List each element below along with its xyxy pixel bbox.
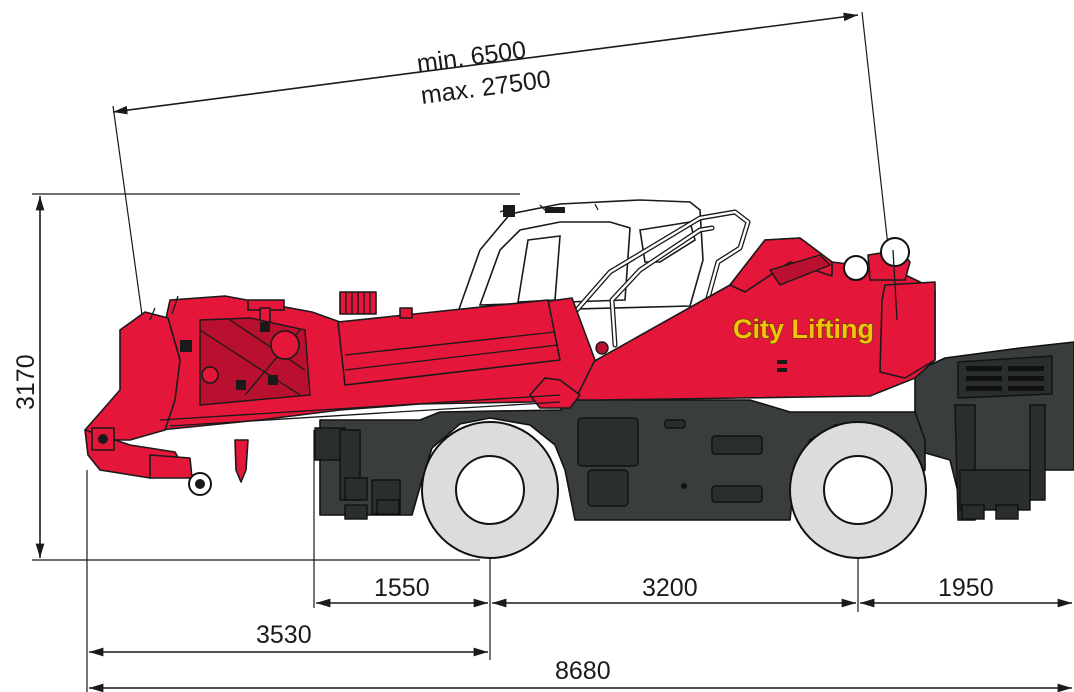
wheelbase-label: 3200 xyxy=(642,574,698,602)
operator-cab xyxy=(456,199,704,313)
crane: City Lifting xyxy=(84,199,1074,559)
boom-reach-dimension-line xyxy=(112,12,859,115)
carrier-chassis xyxy=(314,399,926,521)
height-label: 3170 xyxy=(12,354,40,410)
front-overhang-label: 1550 xyxy=(374,574,430,602)
rear-wheel xyxy=(789,421,927,559)
brand-logo: City Lifting xyxy=(733,314,874,344)
handrail xyxy=(565,209,751,353)
rear-vent-grille xyxy=(966,366,1044,391)
rear-overhang-label: 1950 xyxy=(938,574,994,602)
front-to-axle-label: 3530 xyxy=(256,621,312,649)
boom-mechanism xyxy=(159,317,561,427)
boom-reach-extension-left xyxy=(112,105,144,323)
front-wheel xyxy=(421,421,559,559)
overall-length-label: 8680 xyxy=(555,657,611,685)
superstructure xyxy=(559,237,936,401)
rear-chassis xyxy=(914,341,1074,521)
dimension-labels: min. 6500 max. 27500 3170 1550 3200 1950… xyxy=(12,36,994,685)
dimension-lines xyxy=(32,11,1072,692)
boom-head xyxy=(84,295,249,496)
